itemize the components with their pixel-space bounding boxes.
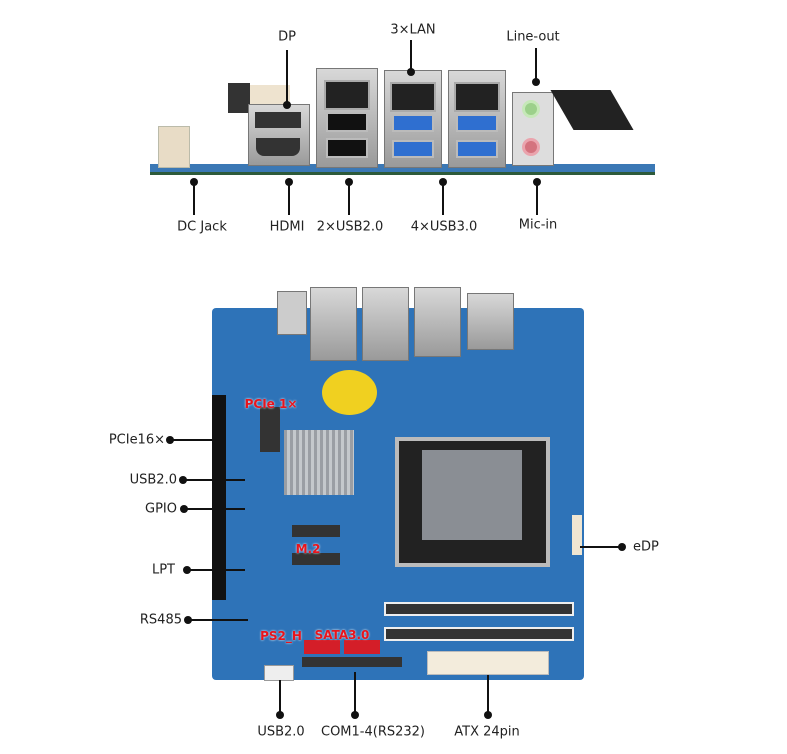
board-rear-ports-1 [310,287,357,361]
line-rs485 [188,619,248,621]
label-mic-in: Mic-in [518,217,558,233]
line-dc-jack [193,182,195,215]
cpu-socket-inner [422,450,522,540]
line-com [354,672,356,715]
pcie16-slot [212,395,226,600]
label-usb30: 4×USB3.0 [410,219,478,235]
usb2-port-1 [326,112,368,132]
label-dc-jack: DC Jack [177,219,227,235]
board-rear-ports-3 [414,287,461,357]
lan-port-3 [454,82,500,112]
line-usb30 [442,182,444,215]
edp-connector [572,515,582,555]
line-gpio [184,508,245,510]
label-pcie16: PCIe16× [108,432,165,448]
atx-24pin-connector [427,651,549,675]
label-bottom-usb20: USB2.0 [257,724,305,740]
pcie1-slot [260,407,280,452]
line-hdmi [288,182,290,215]
usb2-port-2 [326,138,368,158]
lan-port-2 [390,82,436,112]
label-gpio: GPIO [145,501,177,517]
lan-port-1 [324,80,370,110]
dot-com [351,711,359,719]
label-atx: ATX 24pin [454,724,520,740]
line-edp [580,546,622,548]
line-out-jack [522,100,540,118]
label-edp: eDP [633,539,659,555]
dimm-slot-2 [384,627,574,641]
rear-pcb-edge [150,164,655,175]
line-lan [410,40,412,72]
label-rs485: RS485 [139,612,182,628]
line-dp [286,50,288,105]
com-header [302,657,402,667]
dot-line-out [532,78,540,86]
line-lpt [187,569,245,571]
hdmi-port [256,138,300,156]
cmos-battery [322,370,377,415]
label-m2: M.2 [295,542,321,556]
line-side-usb20 [183,479,245,481]
sata-port-2 [344,640,380,654]
line-atx [487,675,489,715]
dp-port [255,112,301,128]
dimm-slot-1 [384,602,574,616]
label-line-out: Line-out [506,29,560,45]
m2-slot-2 [292,553,340,565]
dot-lan [407,68,415,76]
dot-atx [484,711,492,719]
m2-slot-1 [292,525,340,537]
dc-jack-connector [158,126,190,168]
label-lan: 3×LAN [390,22,436,38]
line-mic-in [536,182,538,215]
line-bottom-usb20 [279,680,281,715]
label-pcie1: PCIe 1× [244,397,298,411]
usb20-header-bottom [264,665,294,681]
line-pcie16 [170,439,216,441]
label-side-usb20: USB2.0 [129,472,177,488]
label-ps2: PS2_H [260,629,302,643]
usb3-port-4 [456,140,498,158]
usb3-port-1 [392,114,434,132]
label-hdmi: HDMI [269,219,305,235]
rear-slot-right [550,90,634,130]
board-dc-jack [277,291,307,335]
usb3-port-3 [456,114,498,132]
dot-bottom-usb20 [276,711,284,719]
chipset-heatsink [284,430,354,495]
line-usb20 [348,182,350,215]
slot-black [228,83,250,113]
label-lpt: LPT [151,562,175,578]
dot-dp [283,101,291,109]
board-rear-ports-4 [467,293,514,350]
dot-edp [618,543,626,551]
rear-io-photo [150,60,660,175]
mic-in-jack [522,138,540,156]
label-com: COM1-4(RS232) [321,724,425,740]
line-line-out [535,48,537,82]
usb3-port-2 [392,140,434,158]
label-dp: DP [278,29,296,45]
sata-port-1 [304,640,340,654]
board-top-view [212,285,584,681]
label-usb20: 2×USB2.0 [316,219,384,235]
board-rear-ports-2 [362,287,409,361]
label-sata: SATA3.0 [314,628,370,642]
slot-latch [250,85,290,105]
